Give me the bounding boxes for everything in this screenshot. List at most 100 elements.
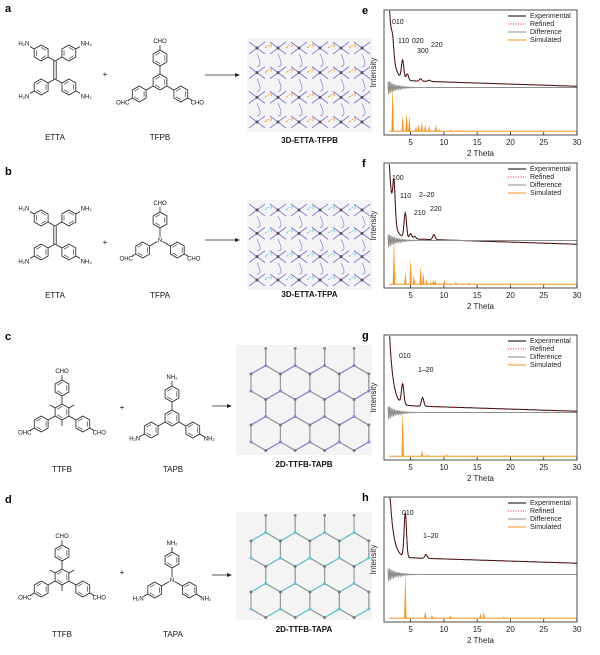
functional-group-label: H₂N — [18, 260, 29, 266]
bond — [54, 78, 63, 84]
legend-item: Experimental — [530, 166, 571, 173]
simulated-peak — [467, 282, 471, 285]
functional-group-label: NH₂ — [200, 597, 212, 603]
functional-group-label: NH₂ — [81, 207, 93, 213]
x-tick-label: 10 — [439, 463, 448, 472]
difference-curve — [387, 233, 577, 248]
framework-structure-image — [247, 200, 372, 290]
simulated-peak — [401, 115, 404, 132]
bond — [149, 241, 158, 247]
bond — [75, 46, 81, 50]
simulated-peak — [405, 112, 408, 132]
benzene-ring — [61, 44, 77, 62]
bond — [47, 221, 56, 227]
simulated-peak — [449, 615, 452, 619]
benzene-ring — [33, 78, 49, 96]
benzene-ring — [75, 415, 91, 433]
x-tick-label: 30 — [573, 291, 582, 300]
peak-label: 110 — [400, 193, 411, 200]
reactant-1-name: TTFB — [52, 465, 72, 474]
x-tick-label: 15 — [473, 463, 482, 472]
functional-group-label: CHO — [153, 201, 167, 207]
bond — [29, 592, 35, 596]
reactant-1-name: ETTA — [45, 291, 66, 300]
functional-group-label: H₂N — [133, 597, 144, 603]
functional-group-label: NH₂ — [204, 437, 216, 443]
x-tick-label: 10 — [439, 291, 448, 300]
functional-group-label: NH₂ — [81, 95, 93, 101]
x-axis-label: 2 Theta — [467, 474, 495, 483]
x-tick-label: 30 — [573, 463, 582, 472]
functional-group-label: OHC — [120, 257, 134, 263]
bond — [29, 46, 35, 50]
reactant-1-name: ETTA — [45, 133, 66, 142]
benzene-ring — [147, 581, 163, 599]
peak-label: 2‒20 — [419, 192, 435, 199]
simulated-peak — [417, 124, 420, 132]
panel-letter: h — [362, 492, 369, 504]
benzene-ring — [54, 379, 70, 397]
simulated-peak — [434, 280, 437, 285]
experimental-curve — [389, 497, 577, 564]
simulated-peak — [422, 272, 425, 285]
simulated-peak — [408, 115, 411, 132]
simulated-peak — [542, 617, 545, 619]
plus-sign: + — [103, 238, 108, 247]
nitrogen-atom: N — [158, 238, 162, 244]
benzene-ring — [164, 551, 180, 569]
reactant-2-name: TFPB — [150, 133, 170, 142]
legend-item: Difference — [530, 354, 562, 361]
simulated-peak — [425, 279, 428, 285]
bond — [29, 211, 35, 215]
reactant-1-name: TTFB — [52, 630, 72, 639]
simulated-peak — [479, 613, 482, 619]
x-tick-label: 25 — [539, 463, 548, 472]
benzene-ring — [61, 243, 77, 261]
product-name: 3D-ETTA-TFPA — [281, 290, 337, 299]
difference-curve — [387, 567, 577, 582]
simulated-peak — [482, 611, 486, 619]
bond — [139, 433, 145, 437]
x-tick-label: 5 — [408, 138, 413, 147]
benzene-ring — [135, 241, 151, 259]
legend-item: Difference — [530, 516, 562, 523]
framework-structure-image — [236, 512, 372, 620]
bond — [47, 56, 56, 62]
peak-label: 110 — [398, 38, 409, 45]
functional-group-label: H₂N — [18, 42, 29, 48]
experimental-curve — [388, 335, 577, 412]
reactant-2-name: TAPA — [163, 630, 183, 639]
benzene-ring — [61, 209, 77, 227]
functional-group-label: NH₂ — [167, 375, 179, 381]
simulated-peak — [424, 124, 427, 132]
benzene-ring — [173, 85, 189, 103]
x-axis-label: 2 Theta — [467, 149, 495, 158]
plot-frame — [383, 334, 578, 461]
framework-lattice — [248, 41, 371, 129]
x-tick-label: 25 — [539, 138, 548, 147]
panel-letter: c — [5, 331, 11, 343]
peak-label: 100 — [392, 175, 404, 182]
framework-lattice — [249, 347, 371, 452]
framework-structure-image — [247, 38, 372, 132]
simulated-peak — [430, 614, 434, 619]
bond — [131, 253, 136, 257]
simulated-peak — [404, 272, 407, 285]
bond — [68, 404, 75, 409]
functional-group-label: CHO — [93, 596, 107, 602]
simulated-peak — [392, 236, 396, 285]
functional-group-label: CHO — [55, 369, 69, 375]
benzene-ring — [75, 580, 91, 598]
simulated-peak — [401, 408, 404, 457]
x-tick-label: 30 — [573, 625, 582, 634]
